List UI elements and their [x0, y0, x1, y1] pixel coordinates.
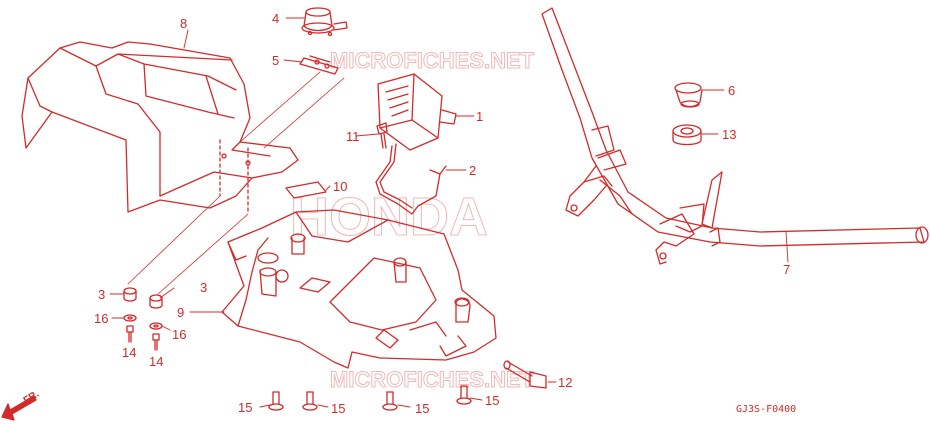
- part-4[interactable]: [301, 7, 348, 37]
- callout-7: 7: [783, 262, 790, 277]
- part-11-bolt[interactable]: [376, 122, 388, 149]
- callout-labels: 8 4 5 1 11 2 10 9 3 3 16 16 14 14 15 15 …: [22, 11, 796, 416]
- part-5-stay[interactable]: [299, 55, 339, 75]
- callout-14-left: 14: [122, 345, 136, 360]
- leader-lines: [109, 17, 789, 408]
- part-3-collar-right[interactable]: [149, 294, 163, 309]
- part-12-bolt[interactable]: [503, 360, 547, 389]
- part-15-screw-4[interactable]: [456, 385, 472, 405]
- callout-13: 13: [722, 127, 736, 142]
- part-7-handlebar[interactable]: [541, 7, 929, 265]
- callout-2: 2: [469, 163, 476, 178]
- part-13-nut[interactable]: [672, 124, 702, 146]
- part-14-screw-left[interactable]: [126, 325, 134, 343]
- part-3-collar-left[interactable]: [123, 287, 137, 302]
- callout-15-4: 15: [485, 393, 499, 408]
- guide-lines: [127, 71, 345, 295]
- callout-15-2: 15: [331, 401, 345, 416]
- part-15-screw-2[interactable]: [302, 391, 318, 411]
- drawing-code: GJ3S-F0400: [736, 404, 796, 415]
- callout-1: 1: [476, 109, 483, 124]
- callout-14-right: 14: [149, 354, 163, 369]
- callout-10: 10: [333, 179, 347, 194]
- part-14-screw-right[interactable]: [152, 333, 160, 351]
- part-10-pad[interactable]: [285, 181, 327, 199]
- callout-16-right: 16: [172, 327, 186, 342]
- part-16-washer-left[interactable]: [123, 314, 137, 322]
- callout-12: 12: [558, 375, 572, 390]
- front-direction-arrow: [1, 395, 37, 421]
- callout-6: 6: [728, 83, 735, 98]
- callout-11: 11: [346, 129, 360, 144]
- watermark-bottom: MICROFICHES.NET: [330, 367, 535, 392]
- part-16-washer-right[interactable]: [149, 322, 163, 330]
- part-2-bracket[interactable]: [375, 143, 447, 215]
- part-15-screw-1[interactable]: [268, 391, 284, 411]
- callout-4: 4: [272, 11, 279, 26]
- callout-3-right: 3: [200, 280, 207, 295]
- callout-5: 5: [272, 53, 279, 68]
- callout-8: 8: [180, 16, 187, 31]
- callout-3-left: 3: [98, 287, 105, 302]
- guide-dashed: [219, 139, 249, 215]
- watermark-honda: HONDA: [290, 187, 488, 247]
- callout-9: 9: [177, 305, 184, 320]
- watermark-top: MICROFICHES.NET: [330, 48, 535, 73]
- part-15-screw-3[interactable]: [382, 391, 398, 411]
- part-9-handle-cover-rear[interactable]: [221, 209, 497, 369]
- callout-15-3: 15: [415, 401, 429, 416]
- part-1-regulator[interactable]: [377, 73, 457, 151]
- part-6-grommet[interactable]: [674, 82, 703, 108]
- callout-16-left: 16: [94, 311, 108, 326]
- callout-15-1: 15: [238, 400, 252, 415]
